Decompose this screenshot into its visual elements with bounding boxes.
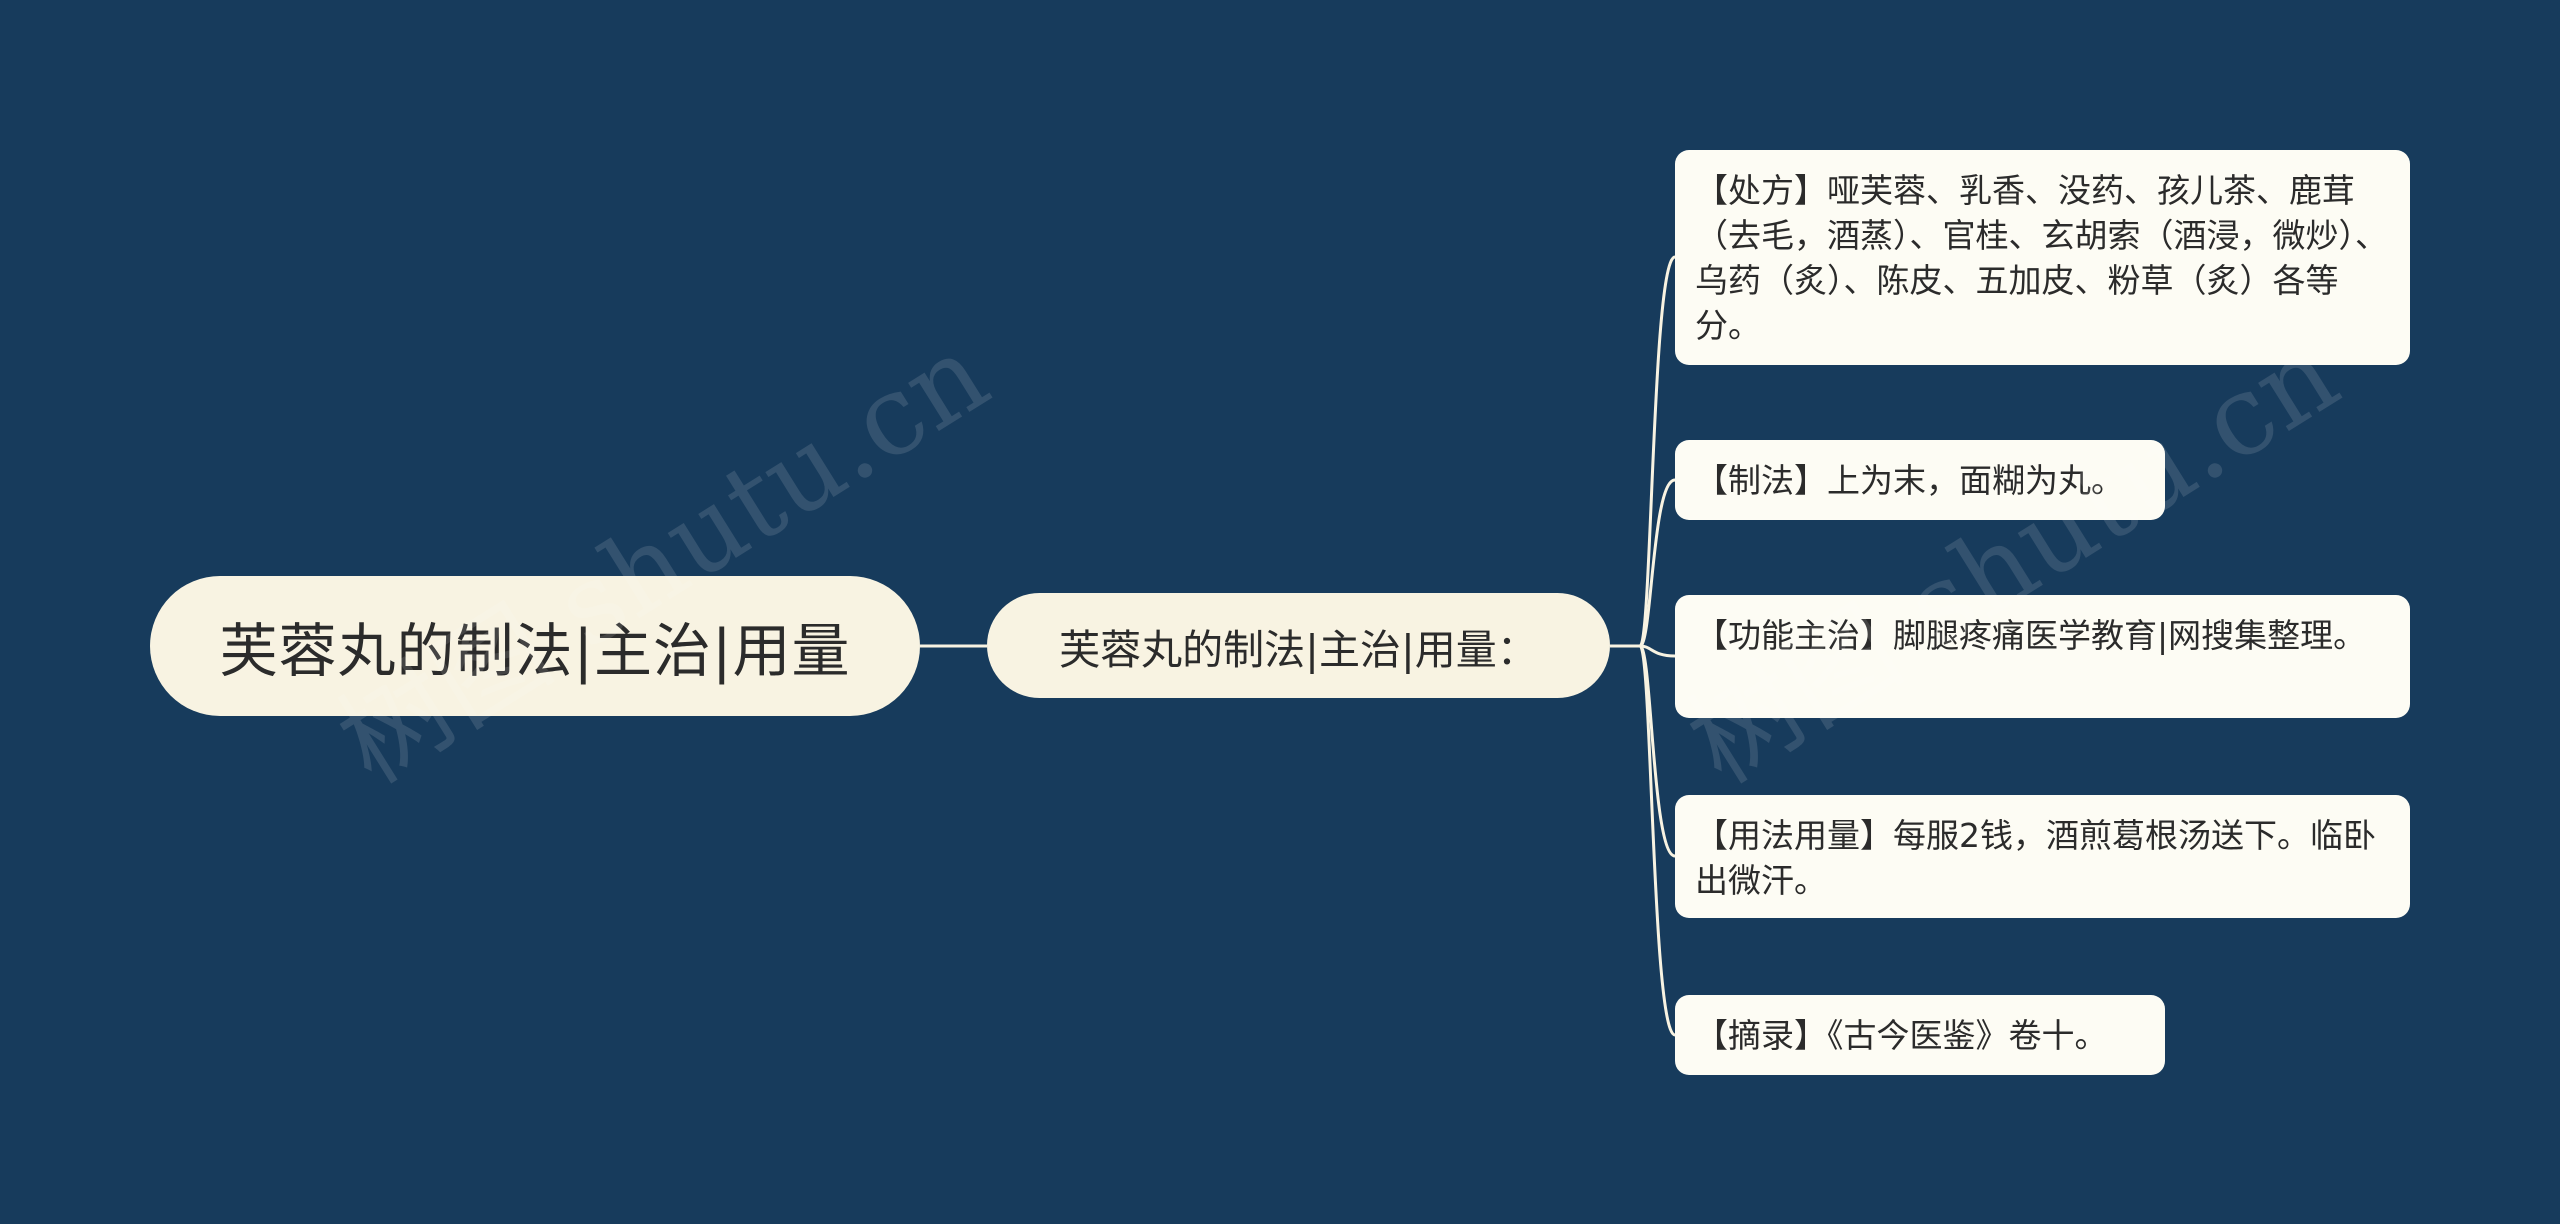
- leaf-node-prescription[interactable]: 【处方】哑芙蓉、乳香、没药、孩儿茶、鹿茸（去毛，酒蒸）、官桂、玄胡索（酒浸，微炒…: [1675, 150, 2410, 365]
- leaf-node-indications[interactable]: 【功能主治】脚腿疼痛医学教育|网搜集整理。: [1675, 595, 2410, 718]
- root-node-label: 芙蓉丸的制法|主治|用量: [219, 617, 851, 685]
- connector-leaf-3: [1639, 644, 1676, 658]
- connector-leaf-5: [1638, 644, 1677, 1037]
- leaf-node-dosage[interactable]: 【用法用量】每服2钱，酒煎葛根汤送下。临卧出微汗。: [1675, 795, 2410, 918]
- root-node[interactable]: 芙蓉丸的制法|主治|用量: [150, 576, 920, 716]
- leaf-node-source[interactable]: 【摘录】《古今医鉴》卷十。: [1675, 995, 2165, 1075]
- branch-node[interactable]: 芙蓉丸的制法|主治|用量：: [987, 593, 1610, 698]
- leaf-node-label: 【功能主治】脚腿疼痛医学教育|网搜集整理。: [1695, 616, 2367, 655]
- connector-leaf-2: [1638, 478, 1676, 648]
- leaf-node-label: 【处方】哑芙蓉、乳香、没药、孩儿茶、鹿茸（去毛，酒蒸）、官桂、玄胡索（酒浸，微炒…: [1695, 171, 2388, 345]
- leaf-node-label: 【摘录】《古今医鉴》卷十。: [1695, 1016, 2108, 1055]
- branch-node-label: 芙蓉丸的制法|主治|用量：: [1059, 625, 1538, 674]
- leaf-node-label: 【用法用量】每服2钱，酒煎葛根汤送下。临卧出微汗。: [1695, 816, 2376, 900]
- connector-leaf-1: [1638, 255, 1677, 648]
- leaf-node-preparation[interactable]: 【制法】上为末，面糊为丸。: [1675, 440, 2165, 520]
- leaf-node-label: 【制法】上为末，面糊为丸。: [1695, 461, 2124, 500]
